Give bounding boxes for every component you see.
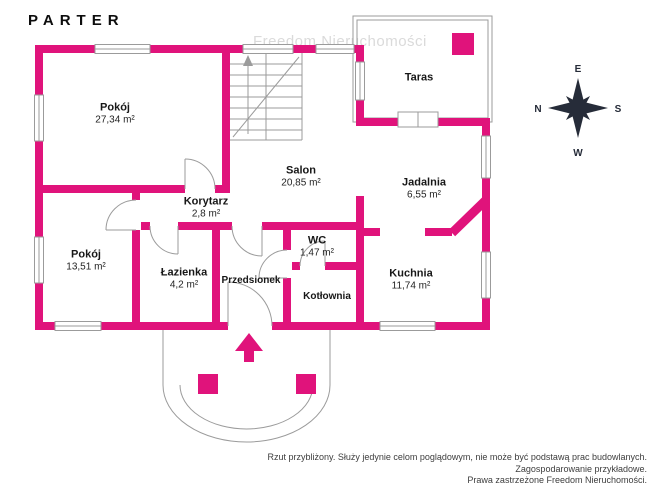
staircase xyxy=(230,53,303,141)
room-label-korytarz: Korytarz 2,8 m² xyxy=(184,195,229,220)
compass-main-star xyxy=(548,78,608,138)
room-name: Pokój xyxy=(100,101,130,114)
disclaimer: Rzut przybliżony. Służy jedynie celom po… xyxy=(267,452,647,486)
door-swings xyxy=(105,158,326,327)
room-name: Kotłownia xyxy=(303,291,351,302)
room-label-wc: WC 1,47 m² xyxy=(300,234,334,259)
room-name: WC xyxy=(307,234,327,247)
room-label-kuchnia: Kuchnia 11,74 m² xyxy=(389,267,432,292)
room-label-lazienka: Łazienka 4,2 m² xyxy=(161,266,207,291)
room-name: Przedsionek xyxy=(221,275,281,286)
compass-rose: E S W N xyxy=(534,64,621,159)
room-name: Kuchnia xyxy=(389,267,433,280)
entrance-arrow xyxy=(235,333,263,362)
entrance-porch xyxy=(162,330,331,443)
room-label-pokoj-2: Pokój 13,51 m² xyxy=(66,248,105,273)
room-name: Korytarz xyxy=(183,195,229,208)
room-name: Salon xyxy=(286,164,316,177)
room-label-przedsionek: Przedsionek xyxy=(222,275,281,287)
compass-letter-left: N xyxy=(534,104,541,115)
room-area: 4,2 m² xyxy=(169,279,199,291)
compass-letter-right: S xyxy=(615,104,622,115)
room-name: Jadalnia xyxy=(401,176,447,189)
room-area: 11,74 m² xyxy=(391,280,431,292)
disclaimer-line-3: Prawa zastrzeżone Freedom Nieruchomości. xyxy=(467,474,647,485)
room-area: 27,34 m² xyxy=(95,114,135,126)
compass-letter-bottom: W xyxy=(573,148,583,159)
chimney-block xyxy=(452,33,474,55)
windows-layer xyxy=(34,44,491,331)
compass-letter-top: E xyxy=(575,64,582,75)
terrace-outline xyxy=(352,15,493,123)
porch-columns xyxy=(198,374,316,394)
room-area: 20,85 m² xyxy=(281,177,321,189)
room-area: 1,47 m² xyxy=(300,247,334,259)
room-name: Pokój xyxy=(71,248,101,261)
room-name: Taras xyxy=(404,71,434,84)
disclaimer-line-2: Zagospodarowanie przykładowe. xyxy=(515,463,647,474)
page-title: PARTER xyxy=(28,12,125,29)
disclaimer-line-1: Rzut przybliżony. Służy jedynie celom po… xyxy=(267,452,647,463)
room-label-kotlownia: Kotłownia xyxy=(303,291,351,303)
room-label-taras: Taras xyxy=(405,71,434,84)
room-area: 6,55 m² xyxy=(407,189,441,201)
room-name: Łazienka xyxy=(160,266,208,279)
room-label-pokoj-1: Pokój 27,34 m² xyxy=(95,101,134,126)
room-label-jadalnia: Jadalnia 6,55 m² xyxy=(402,176,446,201)
room-area: 13,51 m² xyxy=(66,261,106,273)
room-area: 2,8 m² xyxy=(191,208,221,220)
stairs-up-arrowhead xyxy=(243,55,253,66)
room-label-salon: Salon 20,85 m² xyxy=(281,164,320,189)
